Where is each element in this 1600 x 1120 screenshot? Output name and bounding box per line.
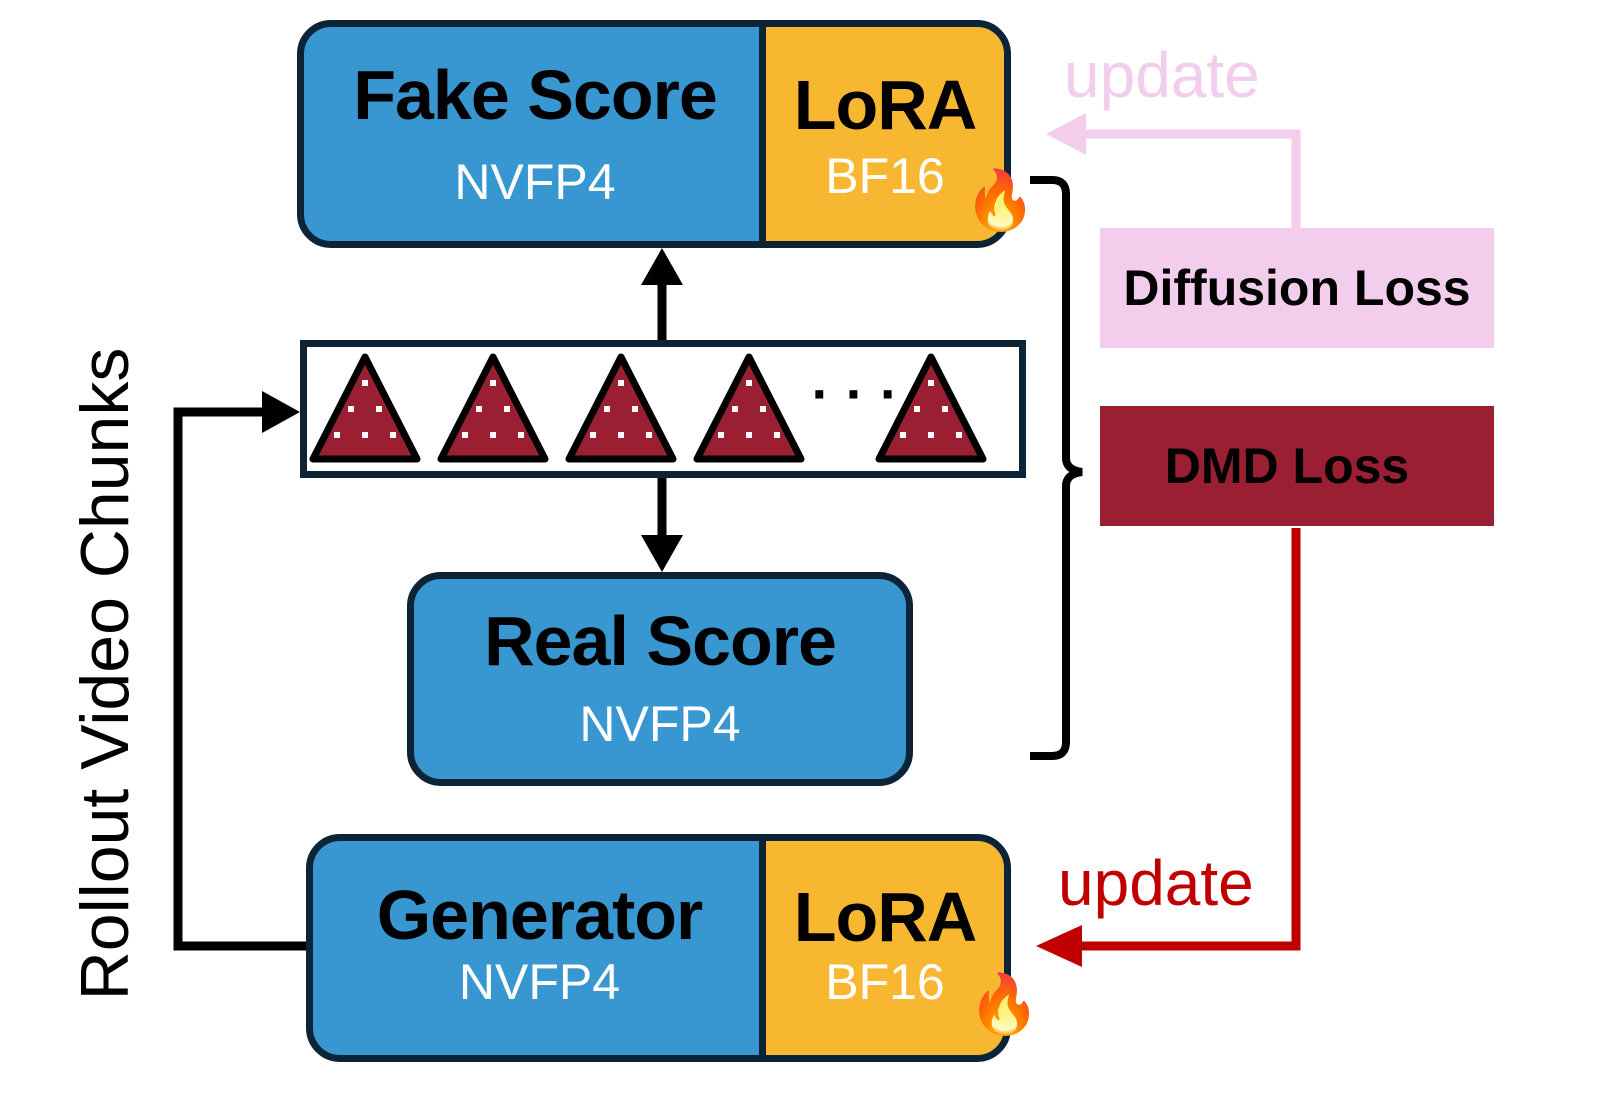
fire-icon: 🔥 (964, 168, 1037, 233)
arrow-to-fake-score (641, 248, 683, 340)
fake-score-title: Fake Score (353, 56, 718, 134)
fake-lora-precision: BF16 (825, 148, 945, 204)
real-score-title: Real Score (484, 602, 837, 680)
chunk-tokens: · · · (309, 353, 987, 463)
fake-score-lora: LoRA BF16 (759, 27, 1004, 241)
generator-precision: NVFP4 (458, 954, 621, 1010)
generator-lora-precision: BF16 (825, 954, 945, 1010)
generator-title: Generator (376, 876, 704, 954)
score-bracket (1030, 176, 1083, 760)
dmd-update-label: update (1058, 847, 1254, 919)
chunk-token (437, 353, 549, 463)
dmd-update-arrow (1036, 528, 1301, 967)
real-score-precision: NVFP4 (579, 696, 741, 752)
real-score-box: Real Score NVFP4 (407, 572, 913, 786)
fake-score-precision: NVFP4 (454, 154, 616, 210)
chunk-token (693, 353, 805, 463)
chunk-token (309, 353, 421, 463)
chunks-ellipsis: · · · (811, 362, 898, 425)
arrow-to-real-score (641, 478, 683, 572)
fake-lora-title: LoRA (793, 66, 978, 144)
video-chunks-strip: · · · (300, 340, 1026, 478)
generator-lora-title: LoRA (793, 878, 978, 956)
chunk-token (875, 353, 987, 463)
diffusion-update-arrow (1046, 113, 1301, 228)
chunk-token (565, 353, 677, 463)
fake-score-box: Fake Score NVFP4 LoRA BF16 (297, 20, 1011, 248)
fire-icon: 🔥 (968, 972, 1041, 1037)
rollout-video-chunks-label: Rollout Video Chunks (67, 347, 143, 1001)
rollout-loop-arrow (173, 391, 310, 951)
generator-box: Generator NVFP4 LoRA BF16 (306, 834, 1011, 1062)
diffusion-update-label: update (1064, 39, 1260, 111)
diffusion-loss-box: Diffusion Loss (1100, 228, 1494, 348)
dmd-loss-box: DMD Loss (1100, 406, 1494, 526)
generator-lora: LoRA BF16 (759, 841, 1004, 1055)
